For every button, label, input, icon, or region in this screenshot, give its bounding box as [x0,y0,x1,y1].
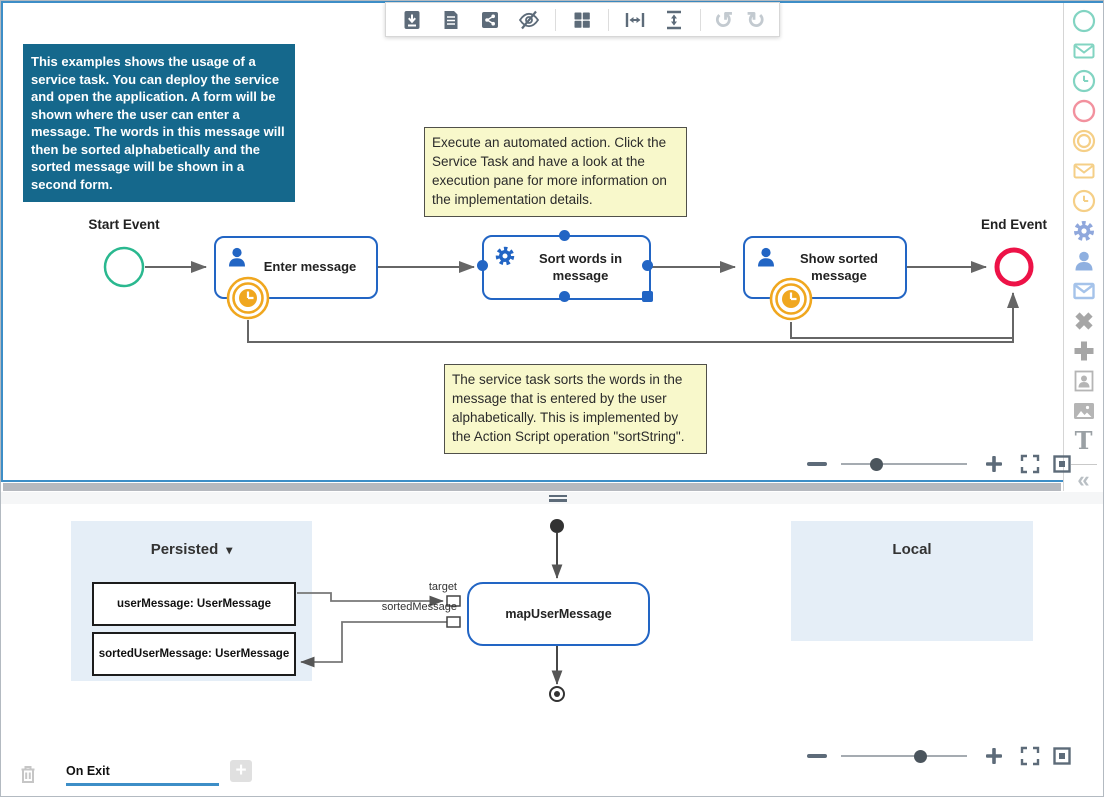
message-task-tool-icon[interactable] [1071,278,1097,304]
start-event-label: Start Event [88,217,160,232]
end-event-label: End Event [980,217,1047,232]
toolbar-separator [608,8,609,31]
toolbar-separator [555,8,556,31]
local-panel: Local [791,521,1033,641]
start-event[interactable] [103,246,145,293]
persisted-title: Persisted [150,541,219,558]
task-label: Show sorted message [799,251,878,283]
selection-handle-left[interactable] [477,260,488,271]
mapping-zoom-controls [807,745,1075,767]
zoom-out-button[interactable] [807,462,827,466]
share-icon[interactable] [477,7,503,33]
start-event-tool-icon[interactable] [1071,8,1097,34]
map-user-message-node[interactable]: mapUserMessage [467,582,650,646]
document-icon[interactable] [438,7,464,33]
zoom-slider-thumb[interactable] [913,749,927,763]
element-palette: T « [1063,3,1103,491]
variable-usermessage[interactable]: userMessage: UserMessage [92,582,296,626]
horizontal-scrollbar[interactable] [3,483,1061,491]
alternative-gateway-tool-icon[interactable] [1071,308,1097,334]
variable-sortedusermessage[interactable]: sortedUserMessage: UserMessage [92,632,296,676]
hide-decorators-icon[interactable] [516,7,542,33]
top-pane-border [1,480,1063,482]
add-tab-button[interactable]: + [230,760,252,782]
zoom-in-button[interactable] [981,451,1007,477]
intermediate-event-tool-icon[interactable] [1071,128,1097,154]
pane-splitter[interactable] [1,492,1103,504]
download-document-icon[interactable] [399,7,425,33]
task-show-sorted[interactable]: Show sorted message [743,236,907,299]
note-service-task[interactable]: Execute an automated action. Click the S… [424,127,687,217]
info-annotation[interactable]: This examples shows the usage of a servi… [23,44,295,203]
grid-layout-icon[interactable] [569,7,595,33]
service-task-gear-icon [493,244,517,273]
canvas-toolbar: ↺ ↻ [385,2,780,37]
fullscreen-icon[interactable] [1017,451,1043,477]
selection-handle-right[interactable] [642,260,653,271]
message-intermediate-event-tool-icon[interactable] [1071,158,1097,184]
message-start-event-tool-icon[interactable] [1071,38,1097,64]
bpmn-connector-layer [145,261,1019,343]
toolbar-separator [700,8,701,31]
persisted-dropdown-caret-icon[interactable]: ▾ [226,542,233,557]
timer-start-event-tool-icon[interactable] [1071,68,1097,94]
fit-width-icon[interactable] [622,7,648,33]
selection-handle-bottom[interactable] [559,291,570,302]
canvas-zoom-controls [807,453,1075,475]
persisted-panel-header[interactable]: Persisted ▾ [71,541,312,558]
selection-handle-corner[interactable] [642,291,653,302]
fit-to-screen-icon[interactable] [1049,743,1075,769]
fit-to-screen-icon[interactable] [1049,451,1075,477]
zoom-in-button[interactable] [981,743,1007,769]
zoom-out-button[interactable] [807,754,827,758]
text-tool-icon[interactable]: T [1074,426,1093,455]
user-dialog-tool-icon[interactable] [1071,368,1097,394]
zoom-slider[interactable] [841,457,967,471]
wire-label-sortedmessage: sortedMessage [381,601,457,613]
selection-handle-top[interactable] [559,230,570,241]
palette-divider [1070,464,1097,465]
tab-on-exit-underline [66,783,219,786]
image-tool-icon[interactable] [1071,398,1097,424]
fit-height-icon[interactable] [661,7,687,33]
note-sort-implementation[interactable]: The service task sorts the words in the … [444,364,707,454]
service-task-tool-icon[interactable] [1071,218,1097,244]
redo-icon[interactable]: ↻ [746,6,766,33]
zoom-slider[interactable] [841,749,967,763]
join-gateway-tool-icon[interactable] [1071,338,1097,364]
user-task-icon [225,245,249,274]
boundary-timer-event[interactable] [768,276,814,327]
boundary-timer-event[interactable] [225,275,271,326]
wire-label-target: target [428,581,457,593]
tab-on-exit[interactable]: On Exit [66,764,110,778]
fullscreen-icon[interactable] [1017,743,1043,769]
task-label: Sort words in message [538,251,623,283]
user-task-icon [754,245,778,274]
end-event-tool-icon[interactable] [1071,98,1097,124]
delete-tab-trash-icon[interactable] [15,761,41,787]
splitter-drag-handle[interactable] [549,494,567,502]
task-label: Enter message [263,259,357,275]
zoom-slider-thumb[interactable] [869,457,883,471]
task-sort-words[interactable]: Sort words in message [482,235,651,300]
local-title: Local [892,541,932,558]
user-task-tool-icon[interactable] [1071,248,1097,274]
collapse-palette-button[interactable]: « [1077,466,1090,492]
top-pane-border [1,1,3,482]
undo-icon[interactable]: ↺ [714,6,734,33]
end-event[interactable] [993,246,1035,293]
timer-intermediate-event-tool-icon[interactable] [1071,188,1097,214]
